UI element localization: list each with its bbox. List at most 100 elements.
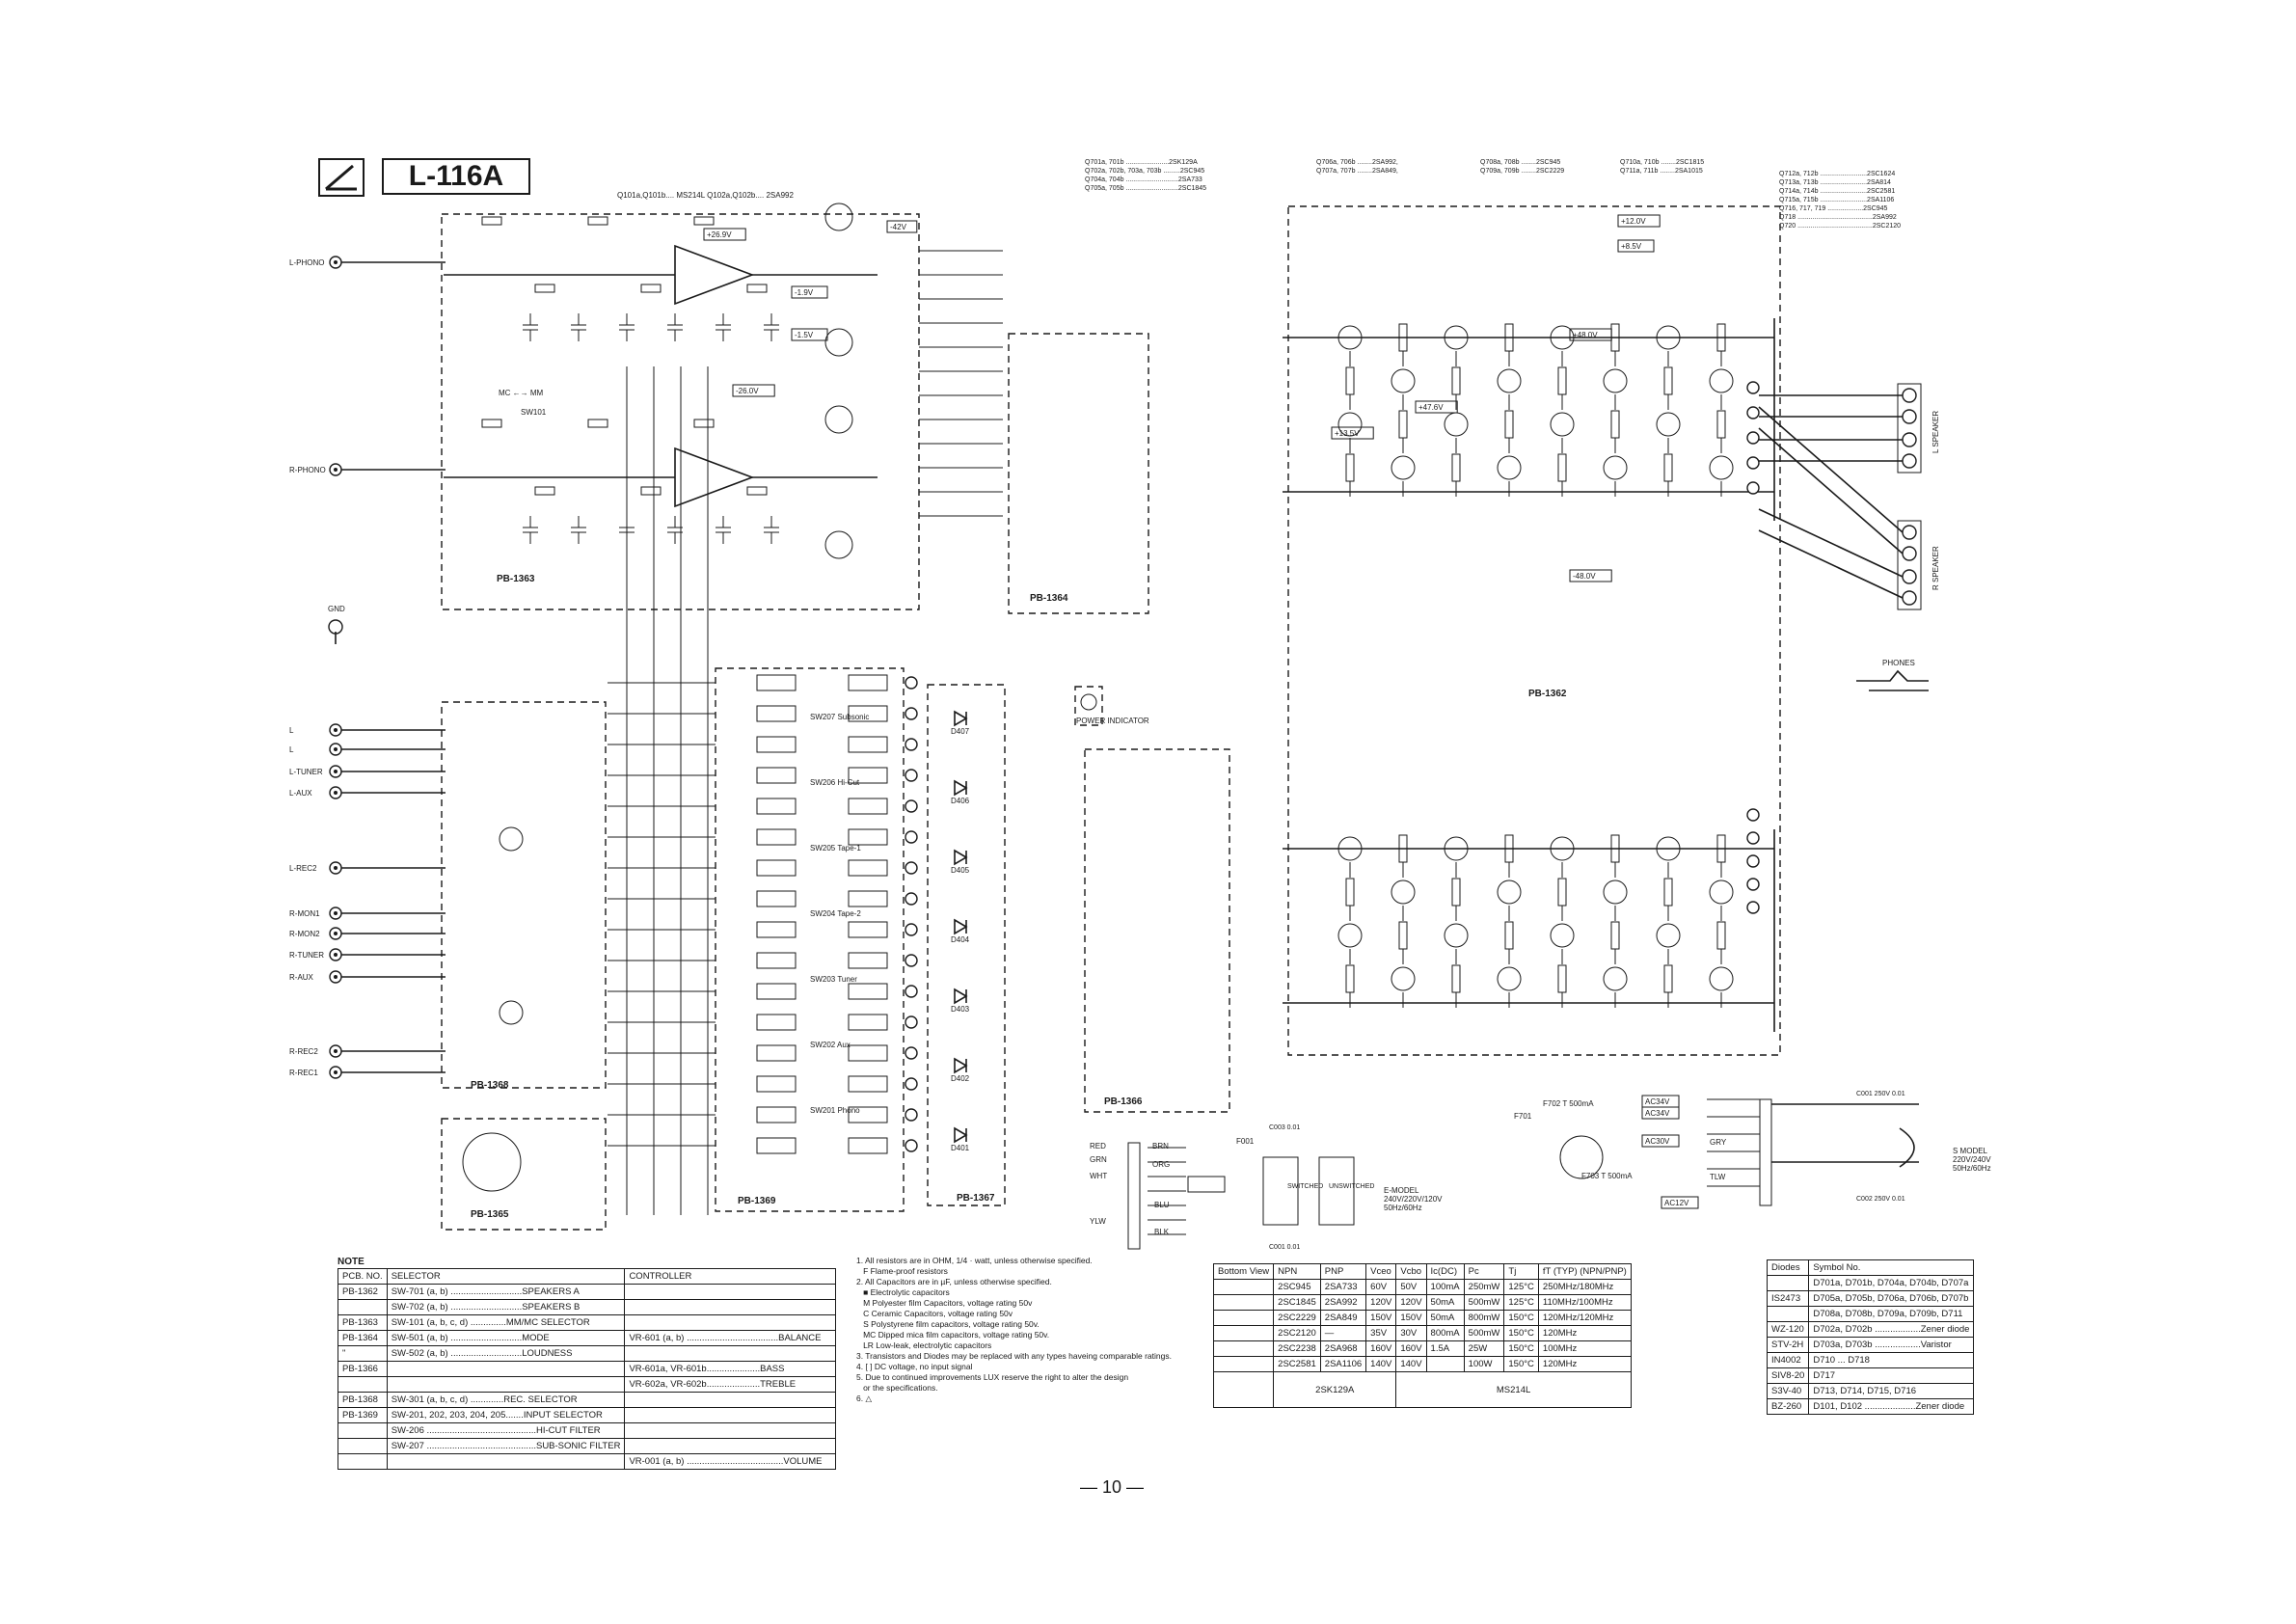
switch-contact	[756, 767, 797, 784]
led-label: D402	[951, 1074, 970, 1083]
switch-contact	[756, 1014, 797, 1031]
switch-contact	[848, 828, 888, 846]
fuse-label: F701	[1514, 1112, 1532, 1121]
bridge-rectifier	[1187, 1176, 1226, 1193]
switch-contact	[848, 859, 888, 877]
switch-contact	[848, 798, 888, 815]
voltage-tag	[1415, 400, 1458, 414]
pcb-connector	[905, 923, 918, 936]
ac-tag	[1641, 1134, 1680, 1148]
mm-mc-switch-label: MC ←→ MM	[499, 389, 544, 397]
table-header: Bottom View	[1212, 1263, 1275, 1280]
voltage-tag	[1617, 214, 1661, 228]
transistor-symbol	[824, 328, 853, 357]
resistor	[746, 486, 768, 496]
phones-label: PHONES	[1882, 659, 1915, 667]
resistor	[640, 486, 662, 496]
pcb-connector	[905, 1108, 918, 1122]
switch-label: SW101	[521, 408, 547, 417]
transistor-list-line: Q711a, 711b ........2SA1015	[1620, 168, 1703, 175]
resistor	[693, 419, 715, 428]
switch-contact	[756, 890, 797, 907]
transistor-symbol	[1497, 455, 1522, 480]
pcb-connector	[1746, 381, 1760, 394]
note-line: C Ceramic Capacitors, voltage rating 50v	[856, 1309, 1013, 1318]
transistor-symbol	[1391, 966, 1416, 991]
voltage-tag	[732, 384, 775, 397]
led-label: D403	[951, 1005, 970, 1014]
note-title: NOTE	[338, 1257, 365, 1267]
switch-contact	[756, 705, 797, 722]
pcb-connector	[905, 830, 918, 844]
led-label: D406	[951, 797, 970, 805]
ac-tag	[1661, 1196, 1699, 1209]
table-row: VR-602a, VR-602b.....................TRE…	[338, 1376, 837, 1393]
svg-text:AC30V: AC30V	[1645, 1137, 1670, 1146]
note-line: 4. [ ] DC voltage, no input signal	[856, 1362, 973, 1371]
svg-text:-48.0V: -48.0V	[1573, 572, 1596, 581]
switch-label: SW201 Phono	[810, 1106, 860, 1115]
led-label: D404	[951, 935, 970, 944]
input-label: R-AUX	[289, 973, 314, 982]
voltage-tag	[791, 285, 828, 299]
switch-contact	[756, 674, 797, 691]
transistor-list-line: Q709a, 709b ........2SC2229	[1480, 168, 1564, 175]
psu-sub-label: C001 0.01	[1269, 1244, 1300, 1251]
switch-contact	[756, 952, 797, 969]
switch-contact	[848, 1044, 888, 1062]
resistor	[1663, 453, 1673, 482]
resistor	[1716, 921, 1726, 950]
board-label: PB-1368	[471, 1080, 509, 1091]
power-supply	[1127, 1098, 1919, 1250]
input-label: R-REC2	[289, 1047, 318, 1056]
switch-label: SW204 Tape-2	[810, 909, 861, 918]
input-label: L	[289, 745, 294, 754]
transistor-list-line: Q718 ...................................…	[1779, 214, 1897, 221]
input-label: L-PHONO	[289, 258, 324, 267]
table-header: Pc	[1463, 1263, 1505, 1280]
table-row: D708a, D708b, D709a, D709b, D711	[1766, 1306, 1975, 1322]
led-label: D401	[951, 1144, 970, 1152]
capacitor	[764, 516, 779, 544]
resistor	[1451, 453, 1461, 482]
transistor-symbol	[1444, 412, 1469, 437]
q101-q102-list: Q101a,Q101b.... MS214L Q102a,Q102b.... 2…	[617, 191, 794, 200]
switch-contact	[756, 828, 797, 846]
table-row: SW-206 .................................…	[338, 1422, 837, 1439]
svg-text:240V/220V/120V: 240V/220V/120V	[1384, 1195, 1443, 1204]
power-indicator: POWER INDICATOR	[1074, 686, 1149, 726]
note-line: ■ Electrolytic capacitors	[856, 1287, 950, 1297]
table-header: Diodes	[1766, 1259, 1810, 1276]
pcb-connector	[905, 892, 918, 906]
pcb-connector	[1746, 481, 1760, 495]
fet-part-label: 2SK129A	[1273, 1371, 1397, 1408]
voltage-tag	[1569, 328, 1612, 341]
board-pb1365	[441, 1118, 607, 1231]
table-header: CONTROLLER	[624, 1268, 837, 1285]
resistor	[1557, 453, 1567, 482]
wire-color-label: BLK	[1154, 1228, 1170, 1236]
transistor-symbol	[1337, 923, 1363, 948]
note-line: F Flame-proof resistors	[856, 1266, 948, 1276]
transistor-symbol	[1656, 923, 1681, 948]
resistor	[534, 486, 555, 496]
note-line: 2. All Capacitors are in µF, unless othe…	[856, 1277, 1052, 1286]
board-label: PB-1365	[471, 1209, 509, 1220]
transistor-symbol	[1603, 368, 1628, 393]
wire-color-label: ORG	[1152, 1160, 1170, 1169]
switch-label: SW206 Hi-Cut	[810, 778, 860, 787]
wire-color-label: TLW	[1710, 1173, 1726, 1181]
resistor	[1663, 366, 1673, 395]
wire-color-label: YLW	[1090, 1217, 1106, 1226]
wire-color-label: RED	[1090, 1142, 1106, 1150]
op-amp-symbol	[674, 447, 755, 508]
